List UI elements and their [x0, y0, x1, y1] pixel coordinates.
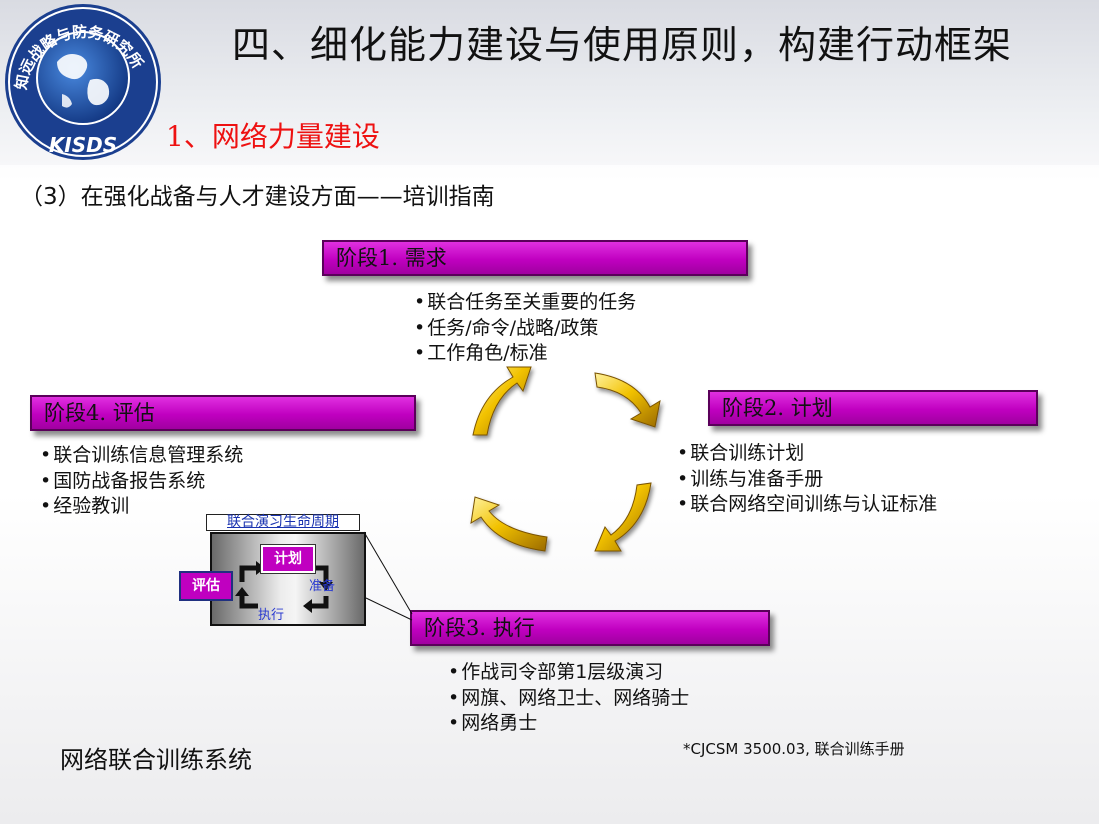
list-item: 联合训练计划: [677, 441, 937, 467]
list-item: 经验教训: [40, 494, 243, 520]
list-item: 作战司令部第1层级演习: [448, 660, 689, 686]
list-item: 联合网络空间训练与认证标准: [677, 492, 937, 518]
stage-1-bullets: 联合任务至关重要的任务 任务/命令/战略/政策 工作角色/标准: [414, 290, 636, 367]
inset-title: 联合演习生命周期: [206, 514, 360, 531]
logo-acronym: KISDS: [49, 133, 117, 157]
cycle-arrows: [470, 366, 661, 552]
kisds-logo: 知远战略与防务研究所 KISDS: [5, 4, 161, 160]
list-item: 国防战备报告系统: [40, 469, 243, 495]
inset-connector: [363, 531, 413, 621]
inset-cycle-arrows: [235, 561, 333, 613]
list-item: 联合任务至关重要的任务: [414, 290, 636, 316]
footnote: *CJCSM 3500.03, 联合训练手册: [683, 740, 905, 758]
cycle-arrow-icon: [594, 482, 652, 552]
list-item: 网旗、网络卫士、网络骑士: [448, 686, 689, 712]
stage-3-bar: 阶段3. 执行: [410, 610, 770, 646]
cycle-arrow-icon: [472, 366, 532, 436]
stage-2-bar: 阶段2. 计划: [708, 390, 1038, 426]
header-band: [0, 0, 1099, 165]
cycle-arrow-icon: [594, 372, 661, 428]
inset-plan-box: 计划: [260, 544, 316, 574]
stage-3-bullets: 作战司令部第1层级演习 网旗、网络卫士、网络骑士 网络勇士: [448, 660, 689, 737]
system-label: 网络联合训练系统: [60, 746, 252, 774]
cycle-arrow-icon: [470, 496, 548, 552]
page-subtitle: 1、网络力量建设: [166, 120, 380, 153]
stage-2-bullets: 联合训练计划 训练与准备手册 联合网络空间训练与认证标准: [677, 441, 937, 518]
inset-evaluate-box: 评估: [179, 571, 233, 601]
inset-execute-label: 执行: [258, 608, 285, 623]
list-item: 联合训练信息管理系统: [40, 443, 243, 469]
stage-1-bar: 阶段1. 需求: [322, 240, 748, 276]
list-item: 任务/命令/战略/政策: [414, 316, 636, 342]
list-item: 训练与准备手册: [677, 467, 937, 493]
stage-4-bar: 阶段4. 评估: [30, 395, 416, 431]
list-item: 工作角色/标准: [414, 341, 636, 367]
inset-prepare-label: 准备: [309, 579, 336, 594]
section-heading: （3）在强化战备与人才建设方面——培训指南: [20, 184, 495, 210]
stage-4-bullets: 联合训练信息管理系统 国防战备报告系统 经验教训: [40, 443, 243, 520]
page-title: 四、细化能力建设与使用原则，构建行动框架: [232, 23, 1013, 67]
list-item: 网络勇士: [448, 711, 689, 737]
